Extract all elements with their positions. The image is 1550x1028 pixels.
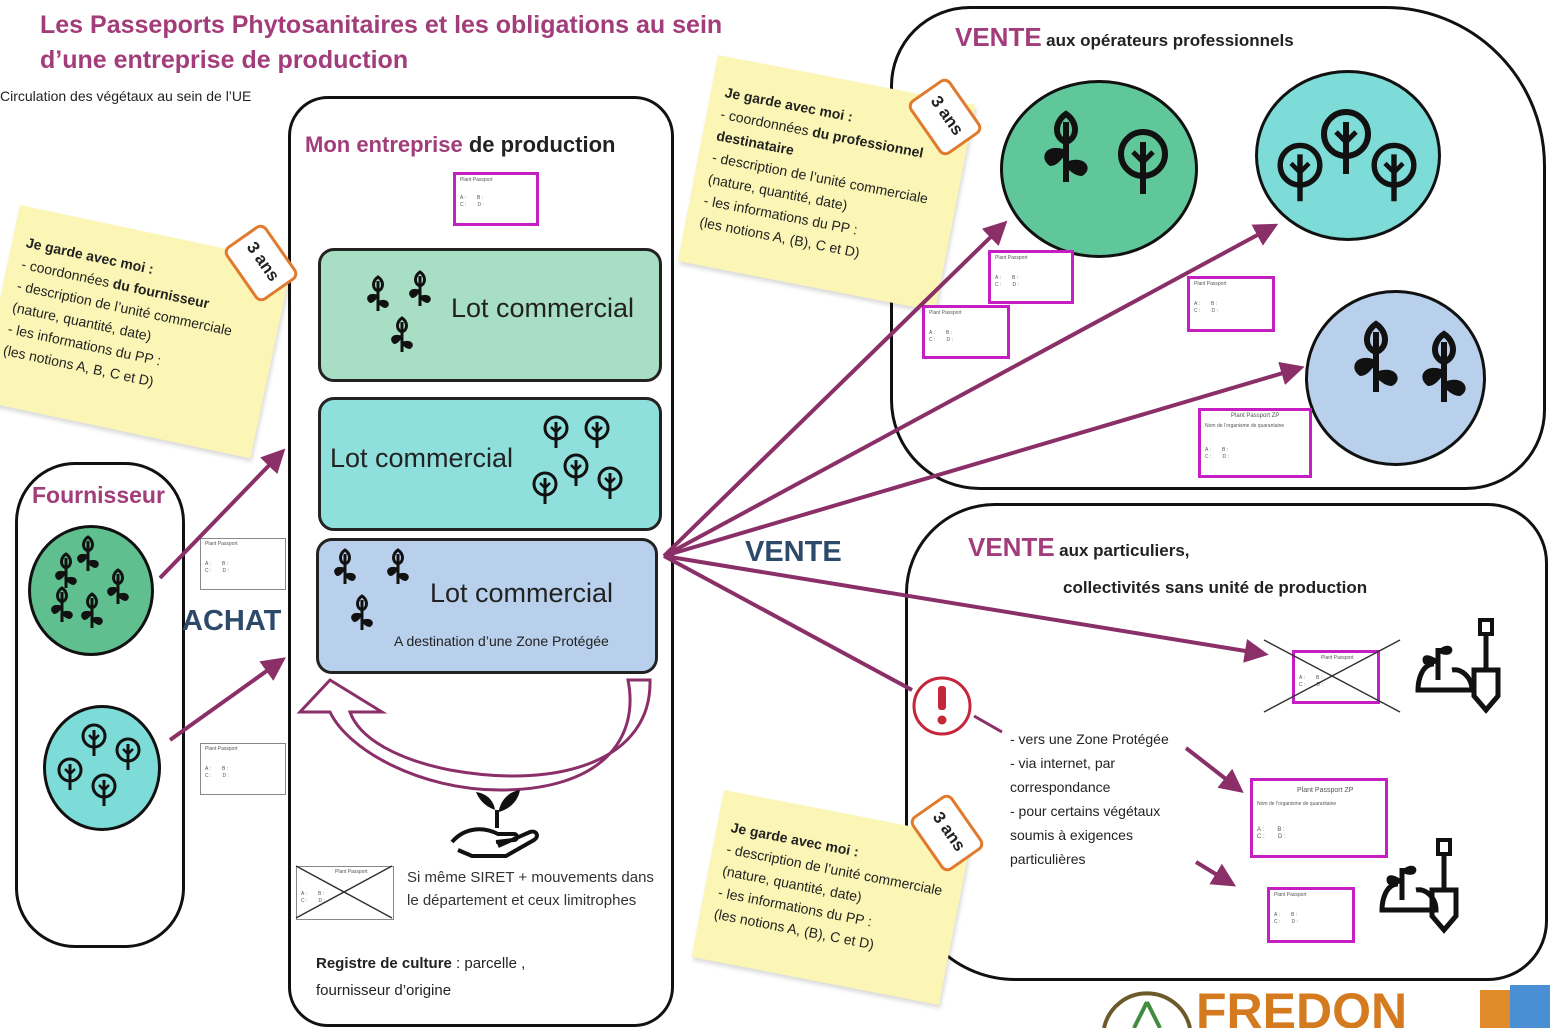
registre-rest: : parcelle , fournisseur d’origine (316, 955, 526, 999)
pp-abcd: A : B : C : D : (205, 561, 229, 574)
vente-arrow-green (662, 220, 1008, 558)
pp-label: Plant Passport (995, 255, 1028, 261)
plant-passport-zp-part: Plant Passport ZP Nom de l’organisme de … (1250, 778, 1388, 858)
pp-abcd: A : B : C : D : (301, 891, 325, 904)
pp-label: Plant Passport (205, 541, 238, 547)
company-heading: Mon entreprise de production (305, 132, 615, 158)
pp-label: Plant Passport (1194, 281, 1227, 287)
pp-abcd: A : B : C : D : (995, 275, 1019, 288)
pp-abcd: A : B : C : D : (205, 766, 229, 779)
pp-abcd: A : B : C : D : (1194, 301, 1218, 314)
pp-label: Plant Passport (205, 746, 238, 752)
supplier-teal-circle (43, 705, 161, 831)
region-logo (1480, 985, 1550, 1028)
pp-abcd: A : B : C : D : (1299, 675, 1323, 688)
vente-arrow-warning (663, 554, 913, 692)
page-title: Les Passeports Phytosanitaires et les ob… (40, 8, 722, 78)
pp-abcd: A : B : C : D : (929, 330, 953, 343)
exception-line: correspondance (1010, 779, 1111, 795)
exception-line: particulières (1010, 851, 1086, 867)
vente-part-sub1: aux particuliers, (1059, 541, 1190, 560)
vente-arrow-teal (663, 223, 1279, 558)
warning-icon (912, 676, 972, 736)
plant-passport-pro-2: Plant Passport A : B : C : D : (922, 305, 1010, 359)
fredon-logo-text: FREDON (1196, 983, 1407, 1028)
plant-passport-part-2: Plant Passport A : B : C : D : (1267, 887, 1355, 943)
plant-passport-supplier-2: Plant Passport A : B : C : D : (200, 743, 286, 795)
exception-arrow-pp (1194, 860, 1237, 887)
pp-label: Plant Passport (1274, 892, 1307, 898)
garden-spade-icon (1415, 618, 1501, 714)
exception-line: - pour certains végétaux (1010, 803, 1161, 819)
registre-note: Registre de culture : parcelle , fournis… (316, 950, 566, 1004)
vente-part-sub2: collectivités sans unité de production (1063, 578, 1368, 597)
company-heading-accent: Mon entreprise (305, 132, 463, 157)
warning-connector (973, 714, 1003, 734)
vente-pro-heading: VENTE aux opérateurs professionnels (955, 22, 1294, 53)
exception-line: - vers une Zone Protégée (1010, 731, 1169, 747)
vente-part-title: VENTE (968, 532, 1055, 562)
pro-circle-green (1000, 80, 1198, 258)
lot-green-label: Lot commercial (451, 293, 635, 323)
achat-arrow-top (158, 448, 286, 580)
plant-passport-company: Plant Passport A : B : C : D : (453, 172, 539, 226)
lot-green (318, 248, 662, 382)
hand-sprout-icon (450, 790, 539, 858)
lot-blue-sublabel: A destination d’une Zone Protégée (394, 633, 609, 649)
siret-note: Si même SIRET + mouvements dans le dépar… (407, 869, 654, 909)
cross-icon (1263, 639, 1401, 713)
pp-zp-line: Nom de l’organisme de quarantaine (1205, 423, 1285, 429)
exception-line: - via internet, par (1010, 755, 1116, 771)
plant-passport-pro-3: Plant Passport A : B : C : D : (1187, 276, 1275, 332)
exception-arrow-zp (1184, 746, 1244, 793)
pp-label: Plant Passport (1321, 655, 1354, 661)
registre-bold: Registre de culture (316, 955, 452, 972)
vente-center-label: VENTE (745, 536, 842, 568)
vente-arrow-blue (663, 361, 1305, 558)
pp-zp-line: Nom de l’organisme de quarantaine (1257, 801, 1337, 807)
pp-label: Plant Passport (460, 177, 493, 183)
lot-blue-label: Lot commercial (430, 578, 614, 608)
vente-pro-title: VENTE (955, 22, 1042, 52)
achat-label: ACHAT (182, 605, 282, 637)
plant-passport-zp-pro: Plant Passport ZP Nom de l’organisme de … (1198, 408, 1312, 478)
pp-label-zp: Plant Passport ZP (1231, 413, 1280, 419)
pp-label: Plant Passport (929, 310, 962, 316)
supplier-label: Fournisseur (32, 482, 165, 508)
plant-passport-pro-1: Plant Passport A : B : C : D : (988, 250, 1074, 304)
pp-abcd: A : B : C : D : (1257, 827, 1286, 840)
lot-teal-label: Lot commercial (330, 443, 514, 473)
company-heading-rest: de production (468, 132, 616, 157)
loop-arrow (296, 678, 652, 792)
pp-label-zp: Plant Passport ZP (1297, 787, 1354, 794)
vente-part-heading: VENTE aux particuliers, (968, 532, 1190, 563)
title-line-1: Les Passeports Phytosanitaires et les ob… (40, 11, 723, 39)
plant-passport-supplier-1: Plant Passport A : B : C : D : (200, 538, 286, 590)
achat-arrow-bottom (168, 657, 286, 742)
lot-blue (316, 538, 658, 674)
exception-line: soumis à exigences (1010, 827, 1133, 843)
vente-arrow-particulier (663, 554, 1269, 663)
pp-label: Plant Passport (335, 869, 368, 875)
garden-spade-icon (1379, 838, 1459, 934)
subtitle: Circulation des végétaux au sein de l’UE (0, 88, 252, 104)
fredon-logo: FREDON (1102, 983, 1407, 1028)
exceptions-list: - vers une Zone Protégée - via internet,… (1010, 727, 1200, 871)
pp-abcd: A : B : C : D : (1205, 447, 1229, 460)
title-line-2: d’une entreprise de production (40, 46, 409, 74)
pp-abcd: A : B : C : D : (1274, 912, 1298, 925)
pp-abcd: A : B : C : D : (460, 195, 484, 208)
vente-part-panel (905, 503, 1548, 981)
vente-pro-sub: aux opérateurs professionnels (1046, 31, 1294, 50)
cross-icon (295, 865, 393, 919)
